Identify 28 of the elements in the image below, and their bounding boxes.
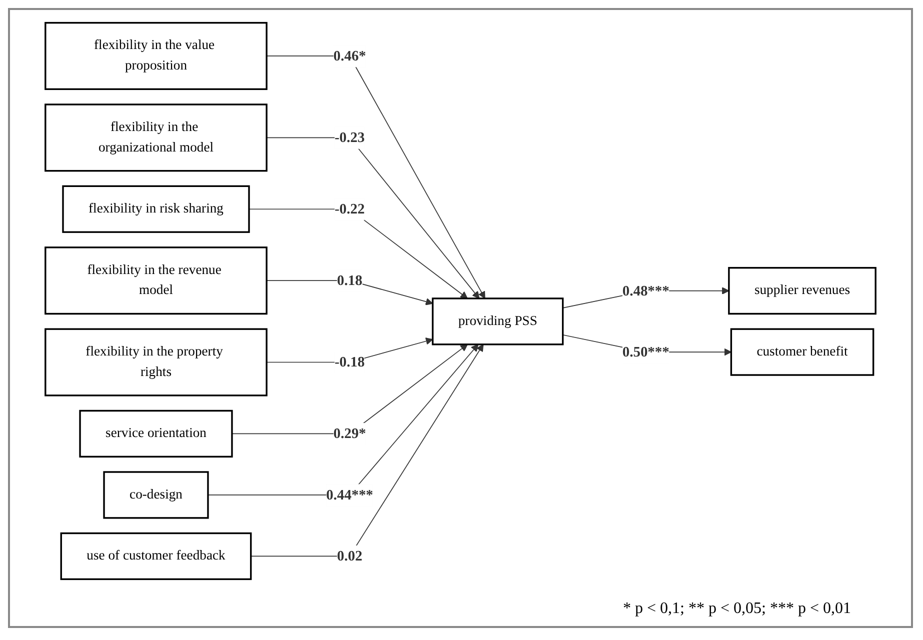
edge-label: -0.22	[334, 200, 365, 217]
arrow	[248, 208, 468, 299]
node-box: customer benefit	[730, 328, 874, 376]
edge-label: 0.44***	[326, 486, 374, 503]
node-box: flexibility in the organizational model	[44, 104, 268, 172]
edge-label: 0.29*	[333, 425, 366, 442]
node-box: flexibility in risk sharing	[62, 185, 250, 233]
arrow	[250, 344, 484, 557]
arrow	[266, 56, 486, 299]
edge-label: 0.02	[337, 548, 362, 564]
node-box: providing PSS	[432, 298, 564, 346]
arrow	[208, 344, 478, 496]
edge-label: 0.50***	[622, 344, 670, 360]
node-box: flexibility in the property rights	[44, 328, 268, 396]
arrow	[266, 137, 480, 299]
node-box: flexibility in the revenue model	[44, 246, 268, 315]
node-box: flexibility in the value proposition	[44, 22, 268, 90]
edge-label: 0.48***	[622, 282, 670, 299]
edge-label: 0.46*	[333, 48, 366, 64]
edge-label: -0.18	[334, 354, 365, 370]
arrow	[232, 344, 468, 434]
node-box: co-design	[103, 471, 209, 519]
node-box: supplier revenues	[728, 266, 876, 315]
edge-label: -0.23	[334, 129, 365, 146]
significance-note: * p < 0,1; ** p < 0,05; *** p < 0,01	[623, 600, 851, 618]
node-box: service orientation	[79, 410, 233, 458]
edge-label: 0.18	[337, 272, 362, 288]
node-box: use of customer feedback	[60, 532, 252, 580]
